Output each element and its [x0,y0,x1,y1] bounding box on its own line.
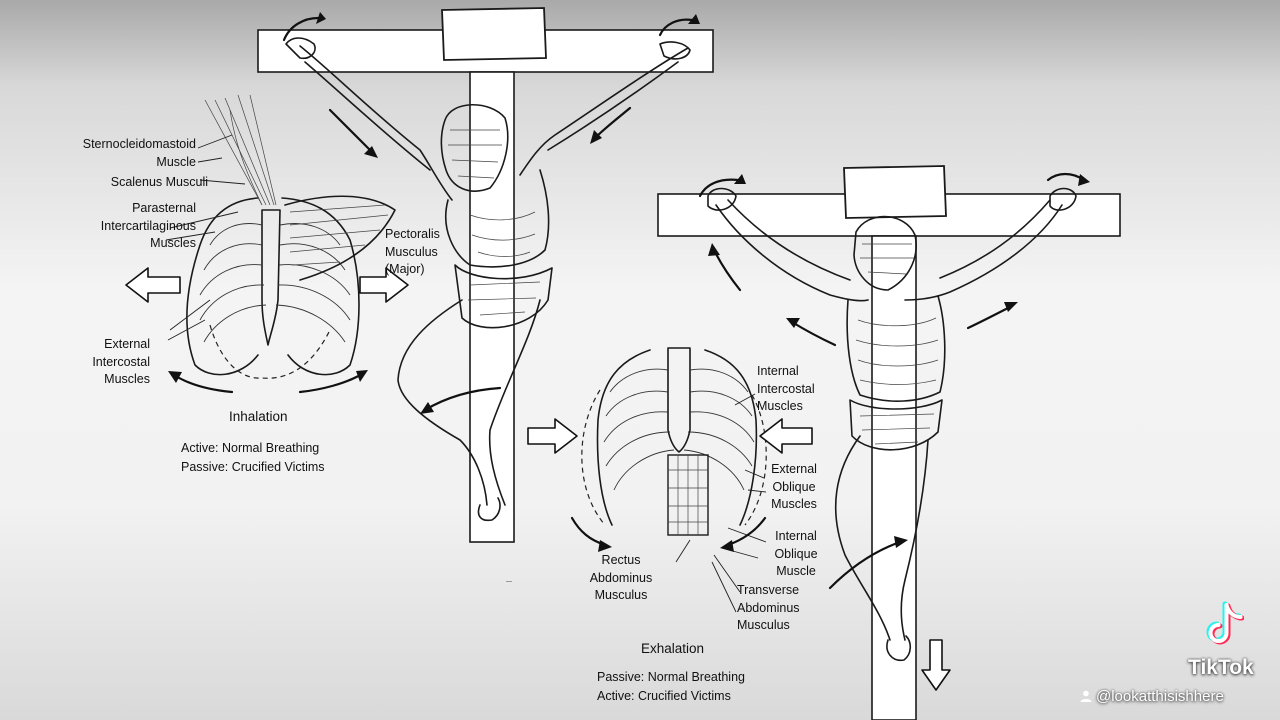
tiktok-wordmark: TikTok [1188,656,1254,679]
label-pectoralis: Pectoralis Musculus (Major) [385,227,440,276]
label-internal-oblique: Internal Oblique Muscle [774,529,818,578]
inhalation-line-1: Active: Normal Breathing [181,441,320,455]
inhalation-line-2: Passive: Crucified Victims [181,460,325,474]
label-sternocleidomastoid: Sternocleidomastoid Muscle [82,137,196,169]
ribcage-inhalation [125,94,409,394]
ribcage-exhalation [527,347,813,613]
label-external-intercostal: External Intercostal Muscles [92,337,150,386]
titulus-sign [441,7,547,61]
tiktok-logo-icon [1206,601,1244,645]
motion-arrows [282,12,1090,691]
label-parasternal: Parasternal Intercartilaginous Muscles [100,201,196,250]
cross-post [871,235,917,720]
exhalation-line-2: Active: Crucified Victims [597,689,731,703]
svg-text:—: — [506,579,512,585]
titulus-sign [843,165,947,219]
tiktok-handle: @lookatthisishhere [1080,688,1224,705]
tiktok-handle-text: @lookatthisishhere [1096,688,1224,705]
label-external-oblique: External Oblique Muscles [771,462,817,511]
label-transverse-abdominus: Transverse Abdominus Musculus [737,583,800,632]
exhalation-line-1: Passive: Normal Breathing [597,670,745,684]
crucifixion-figure-exhalation [657,165,1121,720]
label-rectus-abdominus: Rectus Abdominus Musculus [589,553,653,602]
crucifixion-figure-inhalation: — [257,7,714,585]
user-icon [1080,690,1092,702]
label-scalenus: Scalenus Musculi [110,175,208,189]
exhalation-heading: Exhalation [641,641,705,656]
inhalation-heading: Inhalation [229,409,288,424]
label-internal-intercostal: Internal Intercostal Muscles [757,364,815,413]
